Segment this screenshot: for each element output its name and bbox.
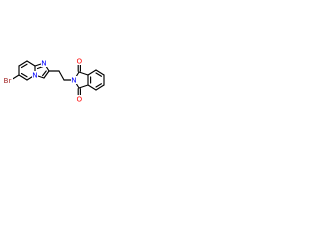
bond-c8-c8a bbox=[26, 60, 36, 67]
bond-c7a-c7 bbox=[87, 69, 97, 76]
bond-c5-c4 bbox=[95, 84, 105, 91]
bond-c7-c8-inner bbox=[20, 63, 28, 69]
bond-c7-c6 bbox=[95, 69, 105, 76]
bond-c5-c6 bbox=[18, 74, 28, 81]
bond-c5-c4-inner bbox=[95, 83, 102, 88]
bond-c2-c3-inner bbox=[42, 70, 47, 77]
carbonyl-oxygen-bottom-label: O bbox=[76, 95, 82, 104]
imide-nitrogen-label: N bbox=[71, 76, 76, 85]
bond-c7-c6-inner bbox=[95, 72, 102, 77]
bond-c5-c6-inner bbox=[20, 72, 28, 78]
bromine-atom-label: Br bbox=[4, 76, 12, 85]
bonds bbox=[10, 60, 105, 97]
bridgehead-nitrogen-label: N bbox=[32, 71, 37, 80]
imidazole-nitrogen-label: N bbox=[41, 59, 46, 68]
bond-c3-c3a bbox=[78, 84, 89, 89]
bond-c7-c8 bbox=[18, 60, 28, 67]
bond-c4-c3a bbox=[87, 84, 97, 91]
chemical-structure-diagram: Br N N N O O bbox=[2, 57, 105, 104]
atom-labels: Br N N N O O bbox=[2, 57, 83, 104]
carbonyl-oxygen-top-label: O bbox=[76, 57, 82, 66]
bond-c2-c3 bbox=[43, 70, 50, 79]
bond-c1-c7a bbox=[78, 71, 89, 76]
bond-ch2a-ch2b bbox=[58, 70, 65, 81]
